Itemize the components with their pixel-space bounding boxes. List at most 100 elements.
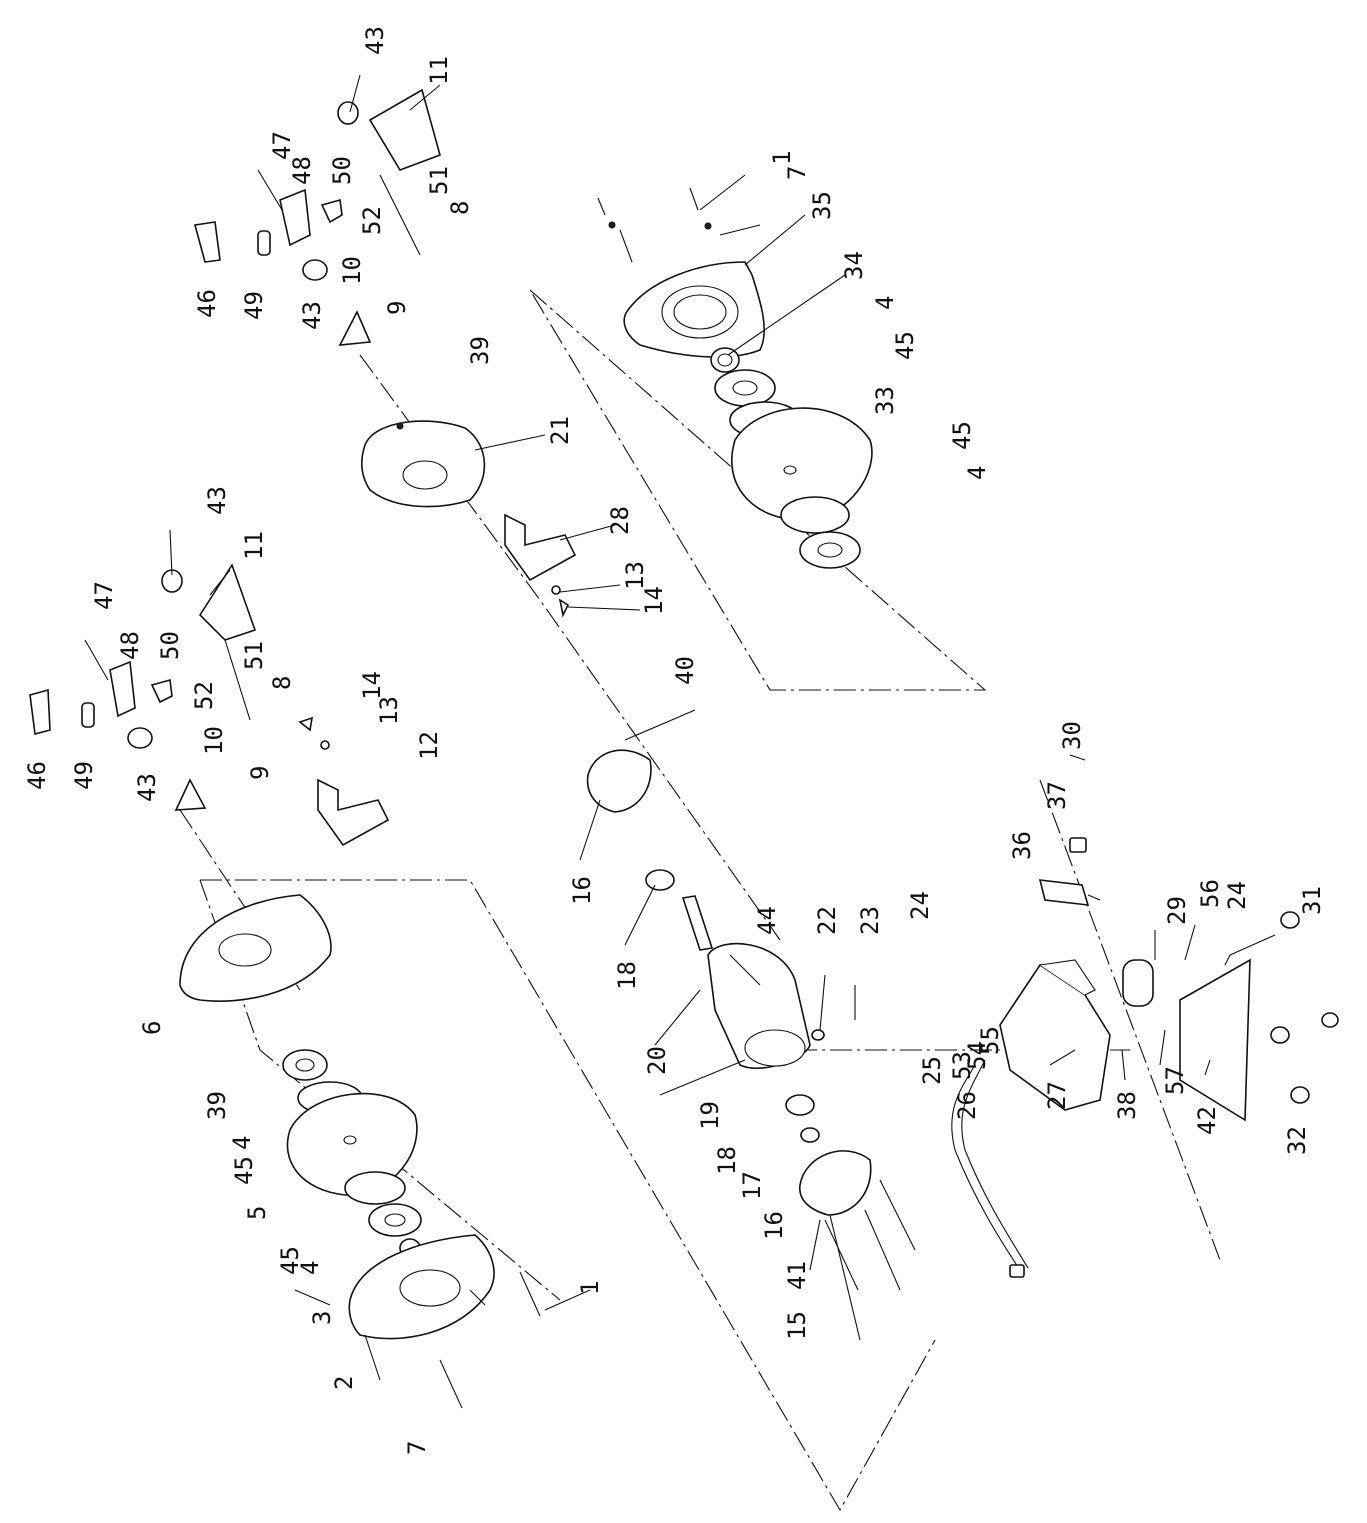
callout-22: 22 — [813, 906, 841, 935]
callout-48: 48 — [288, 156, 316, 185]
left-flange-4-bottom — [368, 1203, 422, 1237]
left-grinding-wheel-5 — [286, 1092, 418, 1196]
callout-38: 38 — [1113, 1091, 1141, 1120]
callout-4: 4 — [871, 296, 899, 310]
shaft-20 — [681, 895, 714, 951]
callout-32: 32 — [1283, 1126, 1311, 1155]
callout-49: 49 — [240, 291, 268, 320]
callout-57: 57 — [1161, 1066, 1189, 1095]
callout-14: 14 — [640, 586, 668, 615]
end-cover-16-bottom — [799, 1150, 872, 1216]
callout-54: 54 — [963, 1041, 991, 1070]
left-wheel-guard-2 — [348, 1234, 495, 1340]
callout-28: 28 — [606, 506, 634, 535]
callout-46: 46 — [193, 289, 221, 318]
callout-6: 6 — [138, 1021, 166, 1035]
right-grinding-wheel-33 — [731, 407, 873, 521]
callout-2: 2 — [330, 1376, 358, 1390]
callout-48: 48 — [116, 631, 144, 660]
eye-shield-assembly-left — [29, 563, 257, 811]
callout-5: 5 — [243, 1206, 271, 1220]
callout-11: 11 — [240, 531, 268, 560]
callout-42: 42 — [1193, 1106, 1221, 1135]
callout-46: 46 — [23, 761, 51, 790]
capacitor-29 — [1122, 959, 1154, 1007]
callout-9: 9 — [383, 301, 411, 315]
callout-41: 41 — [783, 1261, 811, 1290]
bearing-cover-16-top — [586, 749, 652, 813]
callout-40: 40 — [671, 656, 699, 685]
knob-14-right — [558, 598, 570, 618]
callout-50: 50 — [328, 156, 356, 185]
callout-52: 52 — [358, 206, 386, 235]
base-27 — [999, 959, 1111, 1111]
callout-13: 13 — [375, 696, 403, 725]
callout-8: 8 — [268, 676, 296, 690]
callout-33: 33 — [871, 386, 899, 415]
callout-10: 10 — [338, 256, 366, 285]
callout-53: 53 — [948, 1051, 976, 1080]
washer-13-left — [320, 740, 330, 750]
motor-stator-44-19 — [707, 942, 811, 1069]
callout-20: 20 — [643, 1046, 671, 1075]
callout-39: 39 — [203, 1091, 231, 1120]
callout-23: 23 — [856, 906, 884, 935]
callout-47: 47 — [90, 581, 118, 610]
callout-17: 17 — [738, 1171, 766, 1200]
knob-14-left — [298, 716, 314, 732]
callout-13: 13 — [621, 561, 649, 590]
callout-50: 50 — [156, 631, 184, 660]
switch-plate-36 — [1038, 879, 1090, 906]
callout-9: 9 — [246, 766, 274, 780]
callout-10: 10 — [200, 726, 228, 755]
callout-47: 47 — [268, 131, 296, 160]
washer-13-right — [551, 585, 561, 595]
callout-56: 56 — [1196, 879, 1224, 908]
callout-leaders — [169, 74, 1276, 1381]
spacer-22 — [811, 1029, 825, 1041]
callout-37: 37 — [1043, 781, 1071, 810]
callout-51: 51 — [240, 641, 268, 670]
callout-24: 24 — [906, 891, 934, 920]
callout-24: 24 — [1223, 881, 1251, 910]
rubber-feet — [1270, 911, 1339, 1104]
callout-7: 7 — [783, 166, 811, 180]
callout-43: 43 — [298, 301, 326, 330]
spring-washer-17 — [800, 1127, 820, 1143]
eye-shield-assembly-top — [193, 88, 441, 346]
callout-18: 18 — [713, 1146, 741, 1175]
bracket-12 — [317, 778, 390, 847]
left-guard-screws — [439, 1271, 541, 1409]
callout-29: 29 — [1163, 896, 1191, 925]
callout-49: 49 — [70, 761, 98, 790]
callout-16: 16 — [760, 1211, 788, 1240]
base-cover-42 — [1179, 958, 1251, 1122]
switch-37 — [1069, 837, 1087, 853]
callout-43: 43 — [203, 486, 231, 515]
callout-7: 7 — [403, 1441, 431, 1455]
callout-34: 34 — [840, 251, 868, 280]
callout-3: 3 — [308, 1311, 336, 1325]
callout-labels: 43 11 47 48 50 51 52 8 46 49 43 10 9 39 … — [23, 26, 1326, 1455]
callout-18: 18 — [613, 961, 641, 990]
callout-11: 11 — [425, 56, 453, 85]
callout-30: 30 — [1058, 721, 1086, 750]
left-paper-washer-45-bottom — [344, 1171, 406, 1205]
callout-45: 45 — [891, 331, 919, 360]
callout-51: 51 — [425, 166, 453, 195]
callout-45: 45 — [276, 1246, 304, 1275]
callout-45: 45 — [230, 1156, 258, 1185]
right-guard-screws — [597, 187, 712, 263]
callout-14: 14 — [358, 671, 386, 700]
callout-4: 4 — [228, 1136, 256, 1150]
left-inner-guard-6 — [179, 894, 332, 1002]
callout-52: 52 — [190, 681, 218, 710]
callout-45: 45 — [948, 421, 976, 450]
right-inner-guard-21 — [360, 420, 486, 508]
callout-12: 12 — [415, 731, 443, 760]
flange-nut-34 — [710, 347, 740, 373]
callout-36: 36 — [1008, 831, 1036, 860]
callout-44: 44 — [753, 906, 781, 935]
callout-43: 43 — [361, 26, 389, 55]
